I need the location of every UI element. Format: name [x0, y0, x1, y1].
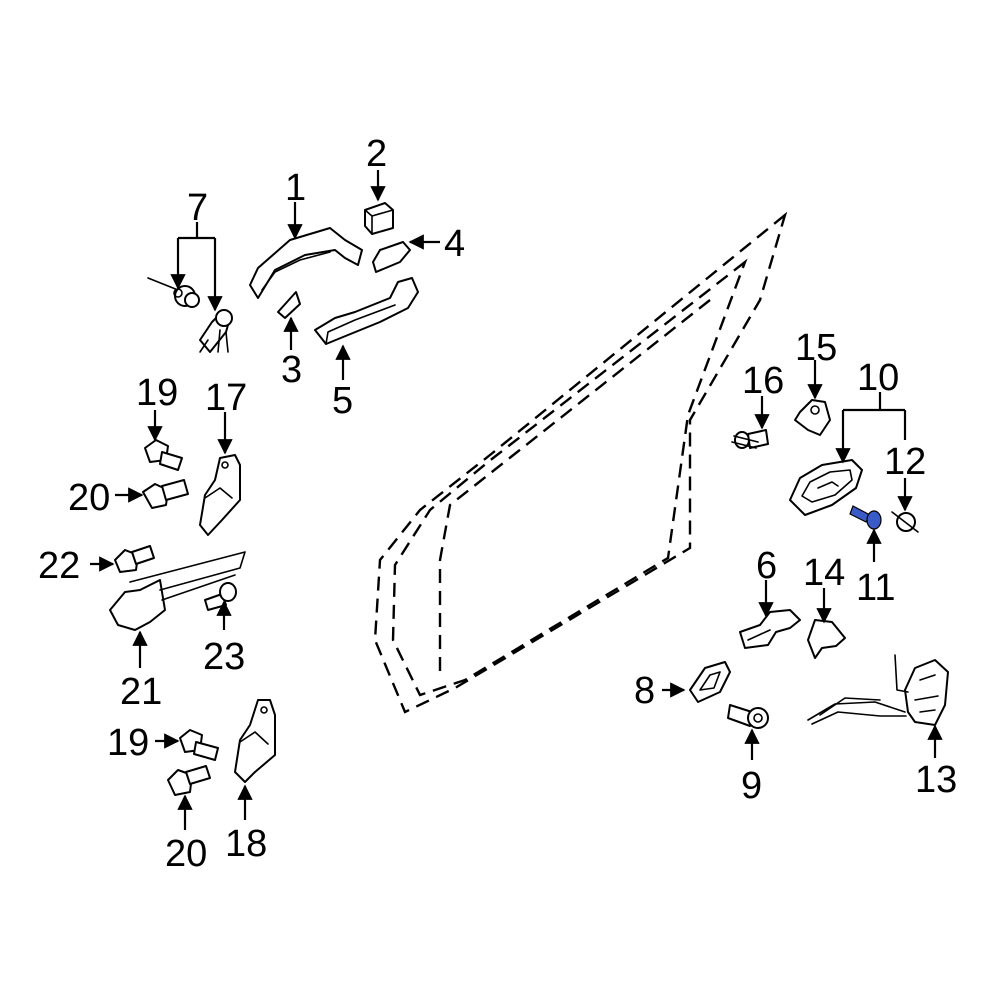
door-check-21[interactable]: [109, 551, 246, 631]
hinge-bolt-20-lower[interactable]: [167, 765, 211, 796]
door-hinge-17[interactable]: [199, 454, 241, 536]
bolt-22[interactable]: [114, 545, 155, 573]
bolt-9[interactable]: [727, 704, 769, 729]
hinge-bolt-19-upper[interactable]: [144, 439, 183, 471]
handle-bracket-15[interactable]: [794, 399, 831, 436]
callout-9: 9: [741, 765, 762, 807]
callout-7: 7: [187, 187, 208, 229]
callout-10: 10: [857, 357, 899, 399]
bolt-16[interactable]: [731, 429, 769, 449]
hinge-bolt-19-lower[interactable]: [179, 729, 219, 761]
leader-lines: [90, 170, 943, 830]
callout-8: 8: [634, 670, 655, 712]
handle-bezel-8[interactable]: [689, 661, 731, 703]
callout-20-lower: 20: [165, 833, 207, 875]
outer-handle-base[interactable]: [314, 277, 419, 345]
callout-5: 5: [332, 380, 353, 422]
link-rod-6[interactable]: [739, 609, 801, 649]
door-outline: [373, 211, 788, 714]
clip-14[interactable]: [807, 619, 846, 659]
callout-11: 11: [856, 567, 895, 609]
handle-gasket-rear[interactable]: [372, 241, 411, 273]
callout-18: 18: [225, 823, 267, 865]
callout-19-upper: 19: [136, 372, 178, 414]
callout-1: 1: [285, 167, 306, 209]
callout-23: 23: [203, 636, 245, 678]
cap-12[interactable]: [891, 511, 919, 533]
callout-12: 12: [884, 441, 926, 483]
inner-door-handle[interactable]: [789, 459, 863, 516]
callout-20-upper: 20: [68, 477, 110, 519]
screw-11-highlighted[interactable]: [849, 505, 882, 530]
callout-19-lower: 19: [107, 722, 149, 764]
lock-cylinder-set[interactable]: [147, 277, 233, 353]
callout-21: 21: [120, 671, 162, 713]
callout-14: 14: [803, 552, 845, 594]
handle-cap-block[interactable]: [364, 202, 394, 235]
callout-15: 15: [795, 327, 837, 369]
callout-22: 22: [38, 545, 80, 587]
bolt-23[interactable]: [204, 582, 237, 611]
callout-3: 3: [281, 349, 302, 391]
door-latch-13[interactable]: [807, 654, 949, 726]
callout-2: 2: [366, 133, 387, 175]
callout-17: 17: [205, 377, 247, 419]
hinge-bolt-20-upper[interactable]: [142, 479, 189, 509]
callout-16: 16: [742, 360, 784, 402]
callout-labels: 1 2 3 4 5 6 7 8 9 10 11 12 13 14 15 16 1…: [38, 133, 957, 875]
door-hinge-18[interactable]: [234, 699, 276, 783]
callout-13: 13: [915, 759, 957, 801]
callout-6: 6: [756, 545, 777, 587]
outer-door-handle[interactable]: [249, 227, 363, 299]
handle-gasket-front[interactable]: [277, 291, 301, 319]
callout-4: 4: [444, 223, 465, 265]
